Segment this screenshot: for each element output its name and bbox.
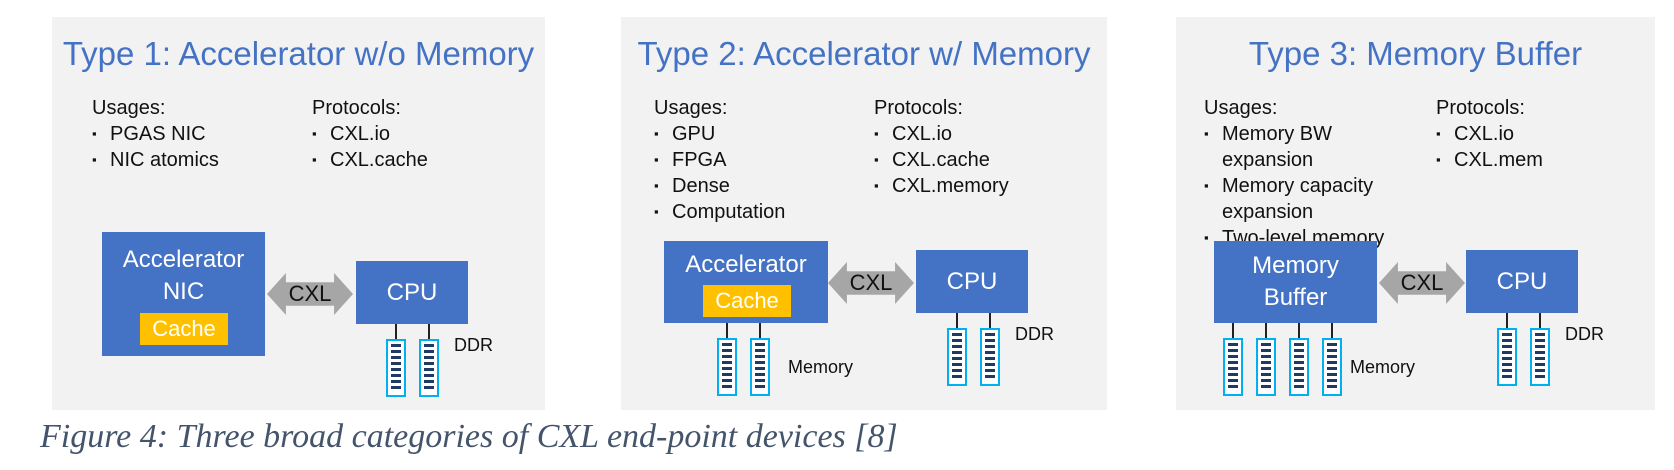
cpu-box: CPU	[916, 250, 1028, 313]
protocols-column: Protocols: CXL.io CXL.mem	[1436, 95, 1543, 173]
usage-item: GPU	[654, 121, 785, 147]
device-label-line: Accelerator	[122, 246, 245, 273]
usages-list: PGAS NIC NIC atomics	[92, 121, 219, 173]
ddr-module-icon	[386, 339, 406, 397]
cpu-box: CPU	[1466, 250, 1578, 313]
buffer-memory-wire	[1298, 323, 1300, 339]
ddr-module-icon	[1497, 328, 1517, 386]
protocol-item: CXL.cache	[874, 147, 1009, 173]
ddr-wire	[428, 324, 430, 340]
cxl-link-label: CXL	[288, 281, 332, 306]
device-memory-label: Memory	[788, 357, 854, 377]
usage-item: Computation	[654, 199, 785, 225]
protocols-heading: Protocols:	[1436, 97, 1525, 119]
usages-heading: Usages:	[92, 97, 166, 119]
device-memory-wire	[726, 323, 728, 339]
usage-item: FPGA	[654, 147, 785, 173]
usages-heading: Usages:	[654, 97, 728, 119]
buffer-memory-wire	[1265, 323, 1267, 339]
memory-module-icon	[1322, 338, 1342, 396]
ddr-wire	[1506, 313, 1508, 329]
memory-module-icon	[750, 338, 770, 396]
usage-item: Memory BW expansion	[1204, 121, 1400, 173]
ddr-label: DDR	[1015, 324, 1054, 344]
ddr-wire	[395, 324, 397, 340]
usages-column: Usages: PGAS NIC NIC atomics	[92, 95, 219, 173]
ddr-module-icon	[419, 339, 439, 397]
protocols-list: CXL.io CXL.cache CXL.memory	[874, 121, 1009, 199]
protocol-item: CXL.io	[874, 121, 1009, 147]
memory-module-icon	[1256, 338, 1276, 396]
ddr-module-icon	[1530, 328, 1550, 386]
panel-type3: Type 3: Memory Buffer Usages: Memory BW …	[1176, 17, 1655, 410]
protocols-column: Protocols: CXL.io CXL.cache CXL.memory	[874, 95, 1009, 199]
protocols-column: Protocols: CXL.io CXL.cache	[312, 95, 428, 173]
ddr-module-icon	[980, 328, 1000, 386]
usage-item: Memory capacity expansion	[1204, 173, 1400, 225]
figure-caption: Figure 4: Three broad categories of CXL …	[40, 418, 898, 455]
ddr-wire	[1539, 313, 1541, 329]
usages-heading: Usages:	[1204, 97, 1278, 119]
buffer-memory-label: Memory	[1350, 357, 1416, 377]
protocol-item: CXL.mem	[1436, 147, 1543, 173]
memory-buffer-box: Memory Buffer	[1214, 241, 1377, 323]
cxl-link-label: CXL	[1400, 270, 1444, 295]
device-memory-wire	[759, 323, 761, 339]
usages-column: Usages: GPU FPGA Dense Computation	[654, 95, 785, 225]
protocol-item: CXL.memory	[874, 173, 1009, 199]
ddr-wire	[989, 313, 991, 329]
panel-type1: Type 1: Accelerator w/o Memory Usages: P…	[52, 17, 545, 410]
protocols-list: CXL.io CXL.mem	[1436, 121, 1543, 173]
panel-title: Type 2: Accelerator w/ Memory	[637, 35, 1091, 72]
usages-list: GPU FPGA Dense Computation	[654, 121, 785, 225]
device-label-line: NIC	[162, 278, 205, 305]
panel-type2: Type 2: Accelerator w/ Memory Usages: GP…	[621, 17, 1107, 410]
cpu-box: CPU	[356, 261, 468, 324]
cache-box: Cache	[140, 313, 228, 345]
cache-box: Cache	[703, 285, 791, 317]
ddr-module-icon	[947, 328, 967, 386]
ddr-label: DDR	[1565, 324, 1604, 344]
protocols-heading: Protocols:	[312, 97, 401, 119]
device-label-line: Accelerator	[685, 251, 807, 278]
panel-title: Type 1: Accelerator w/o Memory	[62, 35, 535, 72]
cxl-link-label: CXL	[849, 270, 893, 295]
protocols-heading: Protocols:	[874, 97, 963, 119]
device-label-line: Memory	[1252, 252, 1339, 279]
ddr-wire	[956, 313, 958, 329]
usage-item: PGAS NIC	[92, 121, 219, 147]
memory-module-icon	[1289, 338, 1309, 396]
protocol-item: CXL.io	[1436, 121, 1543, 147]
device-label-line: Buffer	[1263, 284, 1328, 311]
protocols-list: CXL.io CXL.cache	[312, 121, 428, 173]
usage-item: Dense	[654, 173, 785, 199]
usage-item: NIC atomics	[92, 147, 219, 173]
usages-list: Memory BW expansion Memory capacity expa…	[1204, 121, 1400, 251]
ddr-label: DDR	[454, 335, 493, 355]
panel-title: Type 3: Memory Buffer	[1248, 35, 1583, 72]
buffer-memory-wire	[1331, 323, 1333, 339]
usages-column: Usages: Memory BW expansion Memory capac…	[1204, 95, 1400, 251]
protocol-item: CXL.io	[312, 121, 428, 147]
buffer-memory-wire	[1232, 323, 1234, 339]
memory-module-icon	[717, 338, 737, 396]
memory-module-icon	[1223, 338, 1243, 396]
protocol-item: CXL.cache	[312, 147, 428, 173]
